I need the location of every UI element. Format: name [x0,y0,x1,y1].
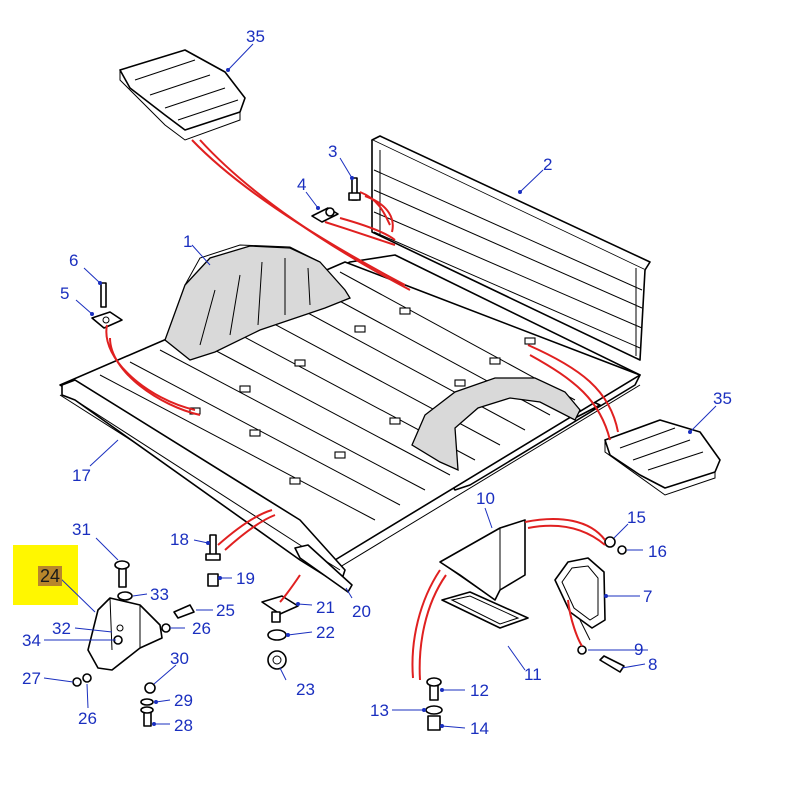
part-23-nut[interactable] [267,650,287,670]
part-22-washer[interactable] [267,629,287,641]
callout-29: 29 [174,691,193,710]
part-25-bolt[interactable] [173,604,195,619]
callout-5: 5 [60,284,69,303]
relation-lines [105,139,619,681]
callout-32: 32 [52,619,71,638]
callout-17: 17 [72,466,91,485]
part-5-plate[interactable] [91,311,123,329]
callout-1: 1 [183,232,192,251]
part-8-clip[interactable] [599,655,625,673]
callout-33: 33 [150,585,169,604]
part-33-washer[interactable] [117,591,133,601]
callout-31: 31 [72,520,91,539]
callout-19: 19 [236,569,255,588]
part-16-nut[interactable] [617,545,627,555]
callout-7: 7 [643,587,652,606]
part-15-screw[interactable] [604,536,616,548]
part-9-washer[interactable] [577,645,587,655]
callout-15: 15 [627,508,646,527]
part-31-bolt[interactable] [114,560,130,588]
part-26a-washer[interactable] [161,623,171,633]
part-10-bracket[interactable] [439,519,526,601]
part-1-floor[interactable] [59,244,641,571]
callout-20: 20 [352,602,371,621]
callout-25: 25 [216,601,235,620]
callout-8: 8 [648,655,657,674]
part-30-nut[interactable] [144,682,156,694]
callout-22: 22 [316,623,335,642]
part-28-bolt[interactable] [140,706,154,727]
callout-35-right: 35 [713,389,732,408]
part-11-seal[interactable] [441,591,529,629]
part-6-bolt[interactable] [100,282,107,308]
callout-14: 14 [470,719,489,738]
part-19-spacer[interactable] [207,573,219,587]
callout-labels: 35 3 2 4 1 6 5 35 17 10 31 18 15 16 19 3… [22,27,732,738]
callout-6: 6 [69,251,78,270]
part-20-rail[interactable] [294,544,353,593]
part-3-screw[interactable] [348,177,361,201]
part-35-top[interactable] [119,49,246,141]
callout-21: 21 [316,598,335,617]
callout-26-lower: 26 [78,709,97,728]
callout-26-upper: 26 [192,619,211,638]
part-29-washer[interactable] [140,698,154,706]
part-21-block[interactable] [261,595,299,623]
part-12-bolt[interactable] [426,677,442,701]
part-35-right[interactable] [604,419,721,496]
part-2-side-panel[interactable] [371,135,651,361]
part-32-bracket[interactable] [87,597,163,671]
part-18-bolt[interactable] [205,534,221,561]
part-13-washer[interactable] [425,705,443,715]
part-7-housing[interactable] [554,557,606,641]
part-27-nut[interactable] [72,677,82,687]
callout-23: 23 [296,680,315,699]
callout-30: 30 [170,649,189,668]
part-4-bolt[interactable] [311,207,339,223]
callout-3: 3 [328,142,337,161]
callout-34: 34 [22,631,41,650]
callout-2: 2 [543,155,552,174]
callout-28: 28 [174,716,193,735]
callout-13: 13 [370,701,389,720]
callout-11: 11 [524,665,542,684]
callout-16: 16 [648,542,667,561]
callout-27: 27 [22,669,41,688]
callout-9: 9 [634,640,643,659]
callout-35-top: 35 [246,27,265,46]
callout-4: 4 [297,175,306,194]
callout-10: 10 [476,489,495,508]
leader-lines [43,43,717,729]
highlighted-part-label: 24 [38,566,63,586]
callout-12: 12 [470,681,489,700]
part-26b-washer[interactable] [82,673,92,683]
arrowheads [90,68,692,728]
part-14-nut[interactable] [427,715,441,731]
callout-18: 18 [170,530,189,549]
